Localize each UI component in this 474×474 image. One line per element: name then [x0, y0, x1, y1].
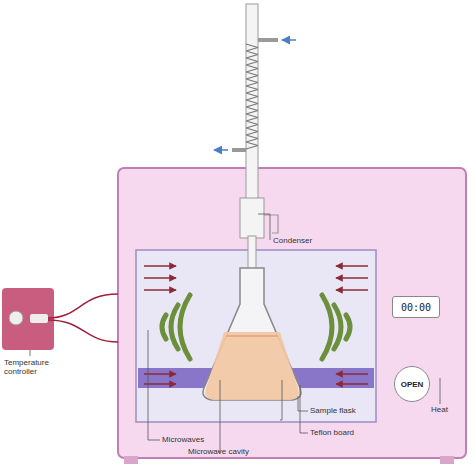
open-button: OPEN	[394, 366, 430, 402]
node-text: 00:00	[401, 302, 431, 313]
timer-display: 00:00	[392, 296, 440, 318]
part-label: Microwave cavity	[188, 447, 249, 456]
part-label: Temperature controller	[4, 358, 66, 376]
part-label: Sample flask	[310, 406, 356, 415]
part-label: Condenser	[273, 236, 312, 245]
part-label: Teflon board	[310, 428, 354, 437]
part-label: Heat	[431, 405, 448, 414]
node-text: OPEN	[401, 380, 424, 389]
part-label: Microwaves	[162, 435, 204, 444]
